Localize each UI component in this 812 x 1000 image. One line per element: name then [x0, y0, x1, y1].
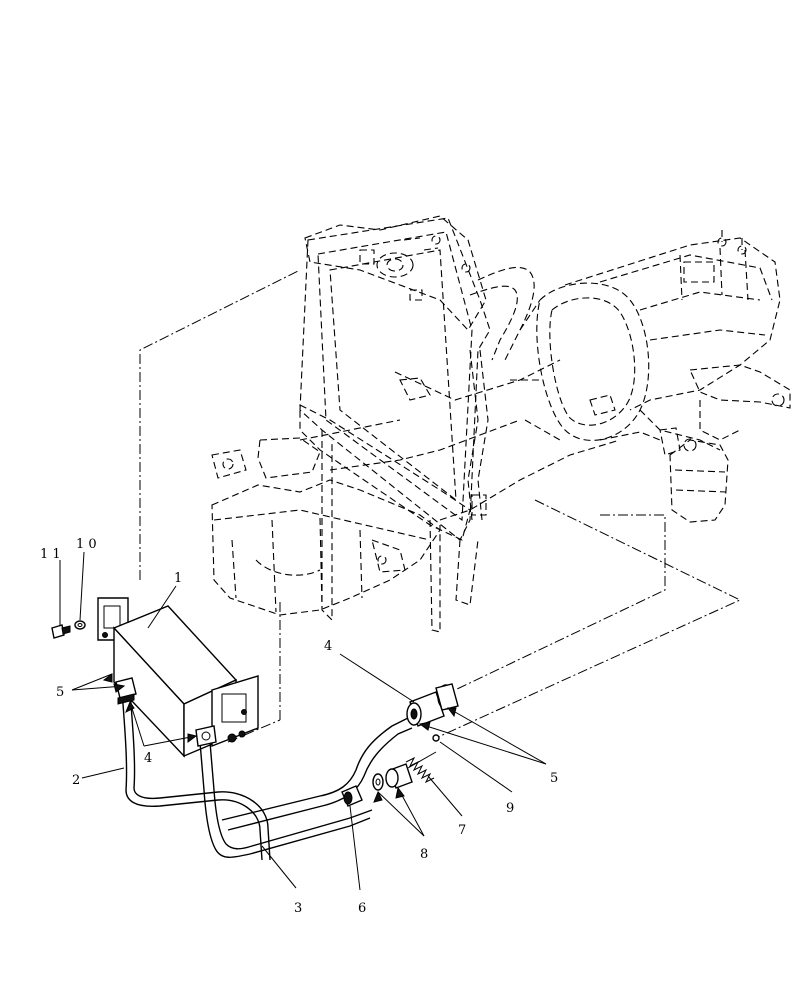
- fitting-5-upper: [115, 677, 137, 705]
- fitting-5-right: [435, 683, 459, 711]
- fittings-8: [372, 763, 413, 791]
- tube-3: [199, 717, 413, 858]
- phantom-radiator: [299, 215, 535, 633]
- washer-10: [74, 620, 86, 630]
- fitting-4-right: [406, 691, 445, 727]
- callout-4b: 4: [144, 751, 152, 766]
- spring-7: [405, 751, 437, 784]
- callout-10: 1 0: [76, 537, 97, 552]
- callout-7: 7: [458, 823, 466, 838]
- oil-cooler: [97, 597, 259, 758]
- adapter-6: [341, 785, 363, 807]
- callout-4a: 4: [324, 639, 332, 654]
- callout-labels: 1 2 3 4 4 5 5 6 7 8 9 1 0 1 1: [40, 537, 558, 916]
- phantom-frame: [211, 359, 621, 616]
- bolt-11: [51, 624, 71, 639]
- hose-2: [121, 689, 271, 861]
- callout-arrowheads: [102, 673, 457, 803]
- oring-9: [432, 734, 440, 742]
- callout-2: 2: [72, 773, 80, 788]
- callout-3: 3: [294, 901, 302, 916]
- callout-1: 1: [174, 571, 182, 586]
- phantom-transmission: [510, 230, 791, 523]
- callout-8: 8: [420, 847, 428, 862]
- callout-5a: 5: [56, 685, 64, 700]
- fitting-4-lower: [195, 725, 217, 747]
- callout-leaders: [59, 551, 547, 891]
- callout-11: 1 1: [40, 547, 61, 562]
- callout-6: 6: [358, 901, 366, 916]
- callout-9: 9: [506, 801, 514, 816]
- callout-5b: 5: [550, 771, 558, 786]
- phantom-leader-lines: [100, 269, 742, 743]
